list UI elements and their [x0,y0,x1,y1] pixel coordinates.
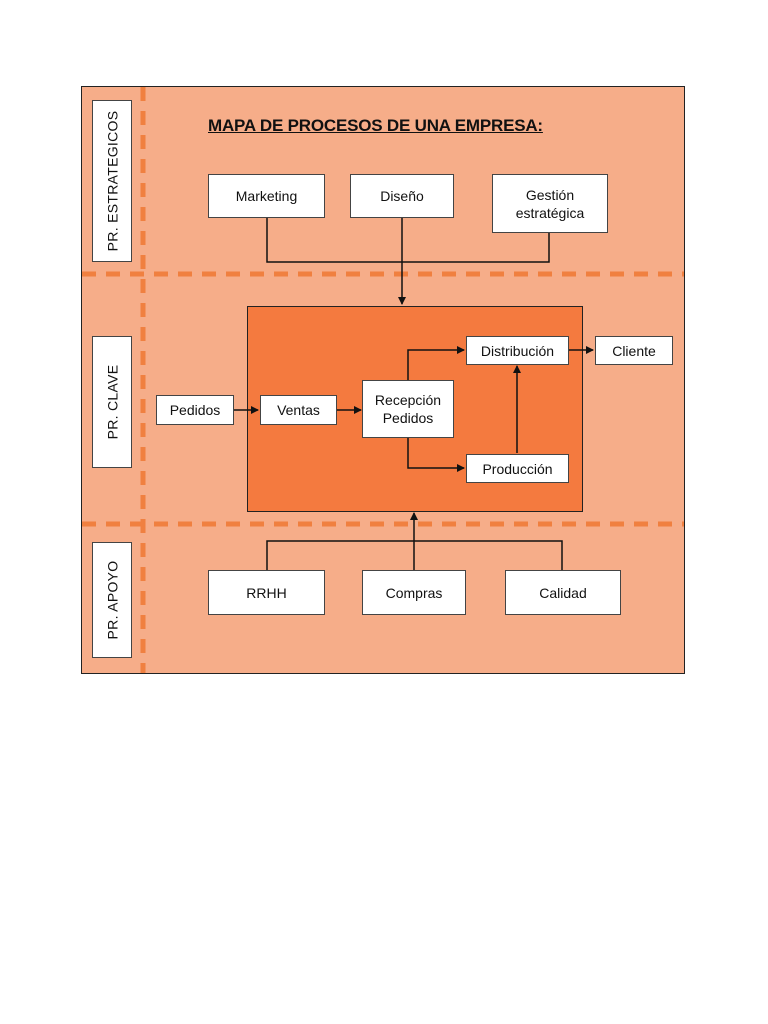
lane-label-key: PR. CLAVE [92,336,132,468]
node-diseno: Diseño [350,174,454,218]
node-recepcion-pedidos: Recepción Pedidos [362,380,454,438]
node-pedidos: Pedidos [156,395,234,425]
lane-label-support: PR. APOYO [92,542,132,658]
lane-label-strategic: PR. ESTRATEGICOS [92,100,132,262]
node-ventas: Ventas [260,395,337,425]
node-calidad: Calidad [505,570,621,615]
diagram-title: MAPA DE PROCESOS DE UNA EMPRESA: [208,116,543,135]
node-cliente: Cliente [595,336,673,365]
edge-strategic-bus [266,217,550,263]
node-rrhh: RRHH [208,570,325,615]
edge-recepcion-distribucion [407,346,465,380]
node-compras: Compras [362,570,466,615]
node-marketing: Marketing [208,174,325,218]
node-produccion: Producción [466,454,569,483]
node-distribucion: Distribución [466,336,569,365]
node-gestion-estrategica: Gestión estratégica [492,174,608,233]
edge-recepcion-produccion [407,438,465,472]
